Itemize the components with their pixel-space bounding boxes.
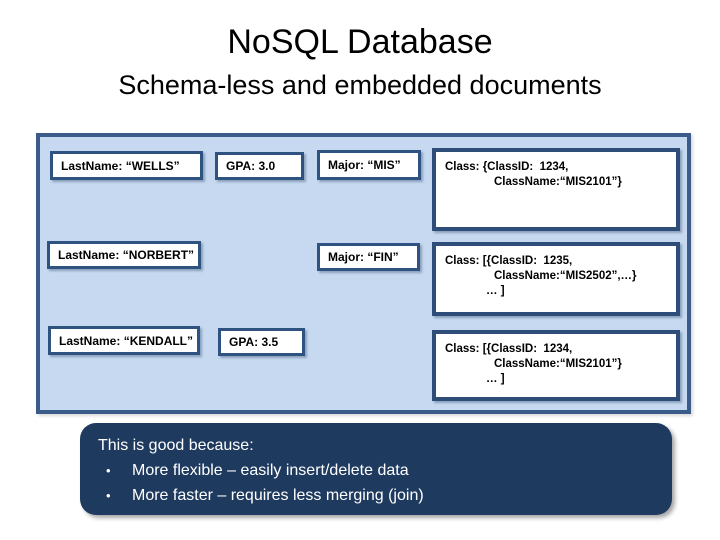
class-line: Class: [{ClassID: 1235, (445, 255, 573, 267)
documents-panel: LastName: “WELLS” GPA: 3.0 Major: “MIS” … (36, 133, 691, 414)
class-line: ClassName:“MIS2502”,…} (494, 270, 637, 282)
benefits-heading: This is good because: (98, 437, 254, 454)
slide-subtitle: Schema-less and embedded documents (118, 70, 602, 100)
class-line: … ] (486, 285, 505, 297)
field-major-mis: Major: “MIS” (317, 150, 421, 180)
field-gpa-3-5: GPA: 3.5 (218, 328, 305, 356)
benefits-callout: This is good because: More flexible – ea… (80, 423, 672, 515)
class-box-norbert: Class: [{ClassID: 1235, ClassName:“MIS25… (432, 242, 680, 316)
slide-title: NoSQL Database (227, 23, 493, 61)
class-box-kendall: Class: [{ClassID: 1234, ClassName:“MIS21… (432, 330, 680, 401)
class-line: Class: [{ClassID: 1234, (445, 343, 573, 355)
bullet-icon (98, 483, 132, 508)
field-lastname-wells: LastName: “WELLS” (50, 151, 203, 180)
field-major-fin: Major: “FIN” (317, 243, 420, 271)
benefit-text: More flexible – easily insert/delete dat… (132, 462, 409, 479)
class-line: ClassName:“MIS2101”} (494, 358, 622, 370)
class-line: … ] (486, 373, 505, 385)
benefit-text: More faster – requires less merging (joi… (132, 487, 424, 504)
class-box-wells: Class: {ClassID: 1234, ClassName:“MIS210… (432, 148, 680, 231)
class-line: ClassName:“MIS2101”} (494, 176, 622, 188)
field-gpa-3-0: GPA: 3.0 (215, 152, 304, 180)
bullet-icon (98, 458, 132, 483)
class-line: Class: {ClassID: 1234, (445, 161, 569, 173)
field-lastname-norbert: LastName: “NORBERT” (47, 241, 201, 269)
field-lastname-kendall: LastName: “KENDALL” (48, 326, 200, 355)
benefit-item: More flexible – easily insert/delete dat… (98, 458, 658, 483)
benefit-item: More faster – requires less merging (joi… (98, 483, 658, 508)
